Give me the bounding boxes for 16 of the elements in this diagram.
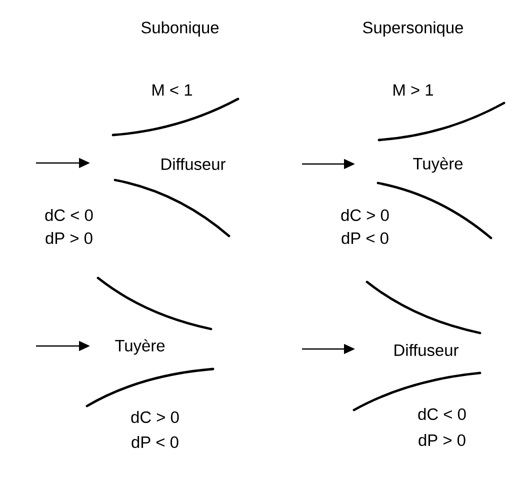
relation-label: dC < 0 [45,208,93,222]
nozzle-type-label: Tuyère [115,339,165,355]
relation-label: dC > 0 [131,410,179,424]
relation-label: dC > 0 [341,208,389,222]
relation-label: dP > 0 [418,434,466,446]
nozzle-type-label: Diffuseur [162,158,226,170]
relation-label: dP > 0 [46,232,92,244]
column-heading: Supersonique [363,21,463,37]
nozzle-type-label: Diffuseur [394,344,458,356]
mach-label: M < 1 [152,84,192,96]
mach-label: M > 1 [394,84,433,96]
relation-label: dC < 0 [418,408,466,420]
relation-label: dP < 0 [132,436,178,448]
nozzle-type-label: Tuyère [413,157,463,173]
column-heading: Subonique [141,21,219,37]
relation-label: dP < 0 [342,232,388,244]
